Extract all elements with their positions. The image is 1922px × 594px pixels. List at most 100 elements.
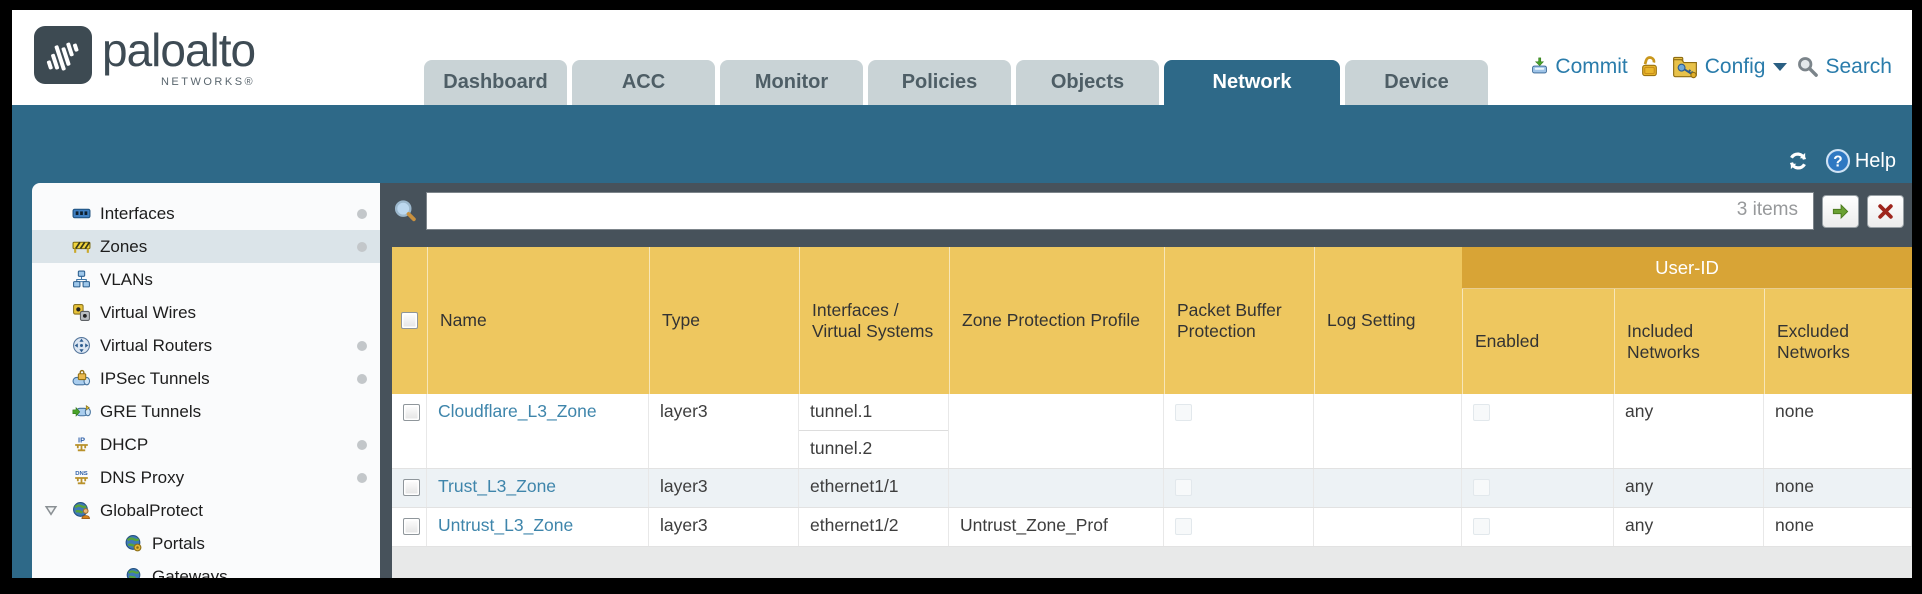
brand-name: paloalto — [102, 24, 256, 76]
app-window: paloalto NETWORKS® Dashboard ACC Monitor… — [12, 10, 1912, 578]
global-search-button[interactable]: Search — [1796, 55, 1892, 79]
zone-protection-profile-cell: Untrust_Zone_Prof — [949, 508, 1164, 546]
search-icon — [1798, 57, 1819, 77]
sidebar-label: Zones — [100, 236, 148, 256]
status-dot — [357, 440, 367, 450]
refresh-icon[interactable] — [1785, 148, 1811, 174]
config-label: Config — [1704, 54, 1766, 78]
table-header: Name Type Interfaces / Virtual Systems Z… — [392, 247, 1912, 394]
column-header-interfaces[interactable]: Interfaces / Virtual Systems — [799, 247, 949, 394]
sidebar-item-zones[interactable]: Zones — [32, 230, 380, 263]
column-header-excluded-networks[interactable]: Excluded Networks — [1764, 289, 1912, 394]
dhcp-icon: IP — [75, 435, 88, 452]
row-checkbox[interactable] — [403, 479, 420, 496]
status-dot — [357, 374, 367, 384]
help-button[interactable]: ? Help — [1825, 148, 1896, 174]
sidebar-item-gateways[interactable]: Gateways — [32, 560, 380, 578]
zone-interfaces-cell: ethernet1/1 — [799, 469, 949, 507]
included-networks-cell: any — [1614, 508, 1764, 546]
user-id-enabled-checkbox — [1473, 404, 1490, 421]
commit-button[interactable]: Commit — [1530, 54, 1628, 79]
sidebar-item-interfaces[interactable]: Interfaces — [32, 197, 380, 230]
column-header-packet-buffer-protection[interactable]: Packet Buffer Protection — [1164, 247, 1314, 394]
apply-filter-button[interactable] — [1822, 194, 1859, 228]
tab-policies[interactable]: Policies — [868, 60, 1011, 105]
sidebar-item-dns-proxy[interactable]: DNS DNS Proxy — [32, 461, 380, 494]
expander-triangle-icon[interactable] — [44, 504, 58, 517]
tab-monitor[interactable]: Monitor — [720, 60, 863, 105]
packet-buffer-protection-cell — [1164, 394, 1314, 468]
zone-protection-profile-cell — [949, 469, 1164, 507]
zone-name-link[interactable]: Cloudflare_L3_Zone — [438, 401, 597, 421]
zone-type-cell: layer3 — [649, 508, 799, 546]
zone-name-cell: Cloudflare_L3_Zone — [427, 394, 649, 468]
sidebar-label: GlobalProtect — [100, 500, 203, 520]
config-icon — [1672, 56, 1697, 79]
select-all-checkbox[interactable] — [401, 312, 418, 329]
user-id-enabled-checkbox — [1473, 518, 1490, 535]
gre-tunnels-icon — [72, 404, 91, 417]
sidebar-label: Virtual Routers — [100, 335, 213, 355]
column-header-enabled[interactable]: Enabled — [1462, 289, 1614, 394]
column-header-log-setting[interactable]: Log Setting — [1314, 247, 1462, 394]
column-header-type[interactable]: Type — [649, 247, 799, 394]
row-select-cell — [392, 469, 427, 507]
tab-device[interactable]: Device — [1345, 60, 1488, 105]
column-group-user-id[interactable]: User-ID — [1462, 247, 1912, 289]
dns-proxy-icon: DNS — [75, 471, 88, 485]
commit-icon — [1532, 57, 1548, 74]
tab-dashboard[interactable]: Dashboard — [424, 60, 567, 105]
column-header-name[interactable]: Name — [427, 247, 649, 394]
portals-icon — [125, 535, 142, 552]
paloalto-logo: paloalto NETWORKS® — [34, 24, 256, 88]
packet-buffer-protection-cell — [1164, 508, 1314, 546]
user-id-enabled-checkbox — [1473, 479, 1490, 496]
svg-text:DNS: DNS — [75, 471, 88, 477]
interfaces-icon — [72, 208, 91, 219]
sidebar-item-globalprotect[interactable]: GlobalProtect — [32, 494, 380, 527]
gateways-icon — [126, 568, 141, 578]
sidebar-item-dhcp[interactable]: IP DHCP — [32, 428, 380, 461]
lock-icon[interactable] — [1637, 54, 1662, 79]
sidebar-item-portals[interactable]: Portals — [32, 527, 380, 560]
zone-protection-profile-cell — [949, 394, 1164, 468]
config-menu-button[interactable]: Config — [1671, 54, 1788, 79]
column-header-included-networks[interactable]: Included Networks — [1614, 289, 1764, 394]
excluded-networks-cell: none — [1764, 508, 1912, 546]
interface-entry: tunnel.2 — [810, 438, 873, 458]
paloalto-logo-icon — [34, 26, 92, 84]
sidebar-item-ipsec-tunnels[interactable]: IPSec Tunnels — [32, 362, 380, 395]
tab-network[interactable]: Network — [1164, 60, 1340, 105]
green-arrow-icon — [1832, 203, 1849, 219]
sidebar-item-vlans[interactable]: VLANs — [32, 263, 380, 296]
sidebar-item-virtual-routers[interactable]: Virtual Routers — [32, 329, 380, 362]
sidebar-label: Gateways — [152, 566, 228, 579]
tab-acc[interactable]: ACC — [572, 60, 715, 105]
sidebar-label: Portals — [152, 533, 205, 553]
packet-buffer-checkbox — [1175, 404, 1192, 421]
row-checkbox[interactable] — [403, 404, 420, 421]
column-header-zone-protection-profile[interactable]: Zone Protection Profile — [949, 247, 1164, 394]
row-checkbox[interactable] — [403, 518, 420, 535]
log-setting-cell — [1314, 469, 1462, 507]
zone-name-cell: Untrust_L3_Zone — [427, 508, 649, 546]
filter-input[interactable] — [426, 192, 1814, 230]
help-label: Help — [1854, 149, 1896, 172]
zone-name-link[interactable]: Trust_L3_Zone — [438, 476, 557, 496]
log-setting-cell — [1314, 508, 1462, 546]
clear-filter-button[interactable] — [1867, 194, 1904, 228]
sidebar-label: DHCP — [100, 434, 149, 454]
packet-buffer-checkbox — [1175, 479, 1192, 496]
included-networks-cell: any — [1614, 469, 1764, 507]
red-x-icon — [1878, 203, 1893, 219]
zone-name-link[interactable]: Untrust_L3_Zone — [438, 515, 574, 535]
filter-bar: 3 items — [392, 192, 1912, 230]
commit-label: Commit — [1555, 54, 1628, 78]
chevron-down-icon — [1773, 62, 1788, 71]
teal-banner: ? Help — [12, 105, 1912, 183]
user-id-enabled-cell — [1462, 469, 1614, 507]
sidebar-item-virtual-wires[interactable]: Virtual Wires — [32, 296, 380, 329]
interface-entry: tunnel.1 — [799, 394, 948, 431]
tab-objects[interactable]: Objects — [1016, 60, 1159, 105]
sidebar-item-gre-tunnels[interactable]: GRE Tunnels — [32, 395, 380, 428]
